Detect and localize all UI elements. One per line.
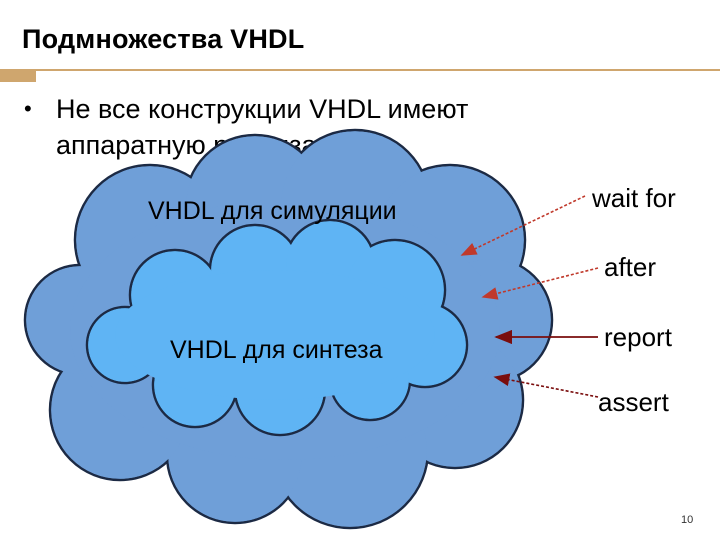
outer-cloud-label: VHDL для симуляции <box>148 197 397 226</box>
keyword-report: report <box>604 322 672 353</box>
keyword-assert: assert <box>598 387 669 418</box>
inner-cloud-label: VHDL для синтеза <box>170 336 383 365</box>
keyword-after: after <box>604 252 656 283</box>
keyword-wait-for: wait for <box>592 183 676 214</box>
